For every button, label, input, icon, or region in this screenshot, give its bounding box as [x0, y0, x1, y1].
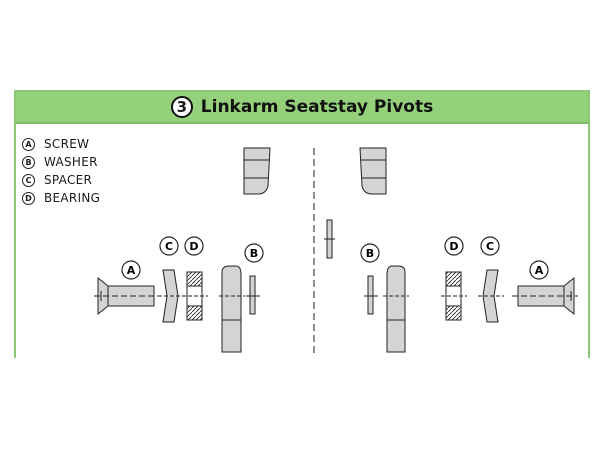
legend-letter: D: [22, 191, 35, 205]
callout-right-screw: A: [529, 260, 549, 280]
right-washer: [364, 275, 378, 315]
callout-left-screw: A: [121, 260, 141, 280]
svg-text:D: D: [449, 240, 458, 253]
step-header: 3 Linkarm Seatstay Pivots: [16, 92, 588, 124]
left-screw: [94, 276, 160, 316]
step-title: Linkarm Seatstay Pivots: [200, 97, 434, 117]
legend-label: SCREW: [44, 137, 90, 151]
svg-text:B: B: [366, 247, 374, 260]
right-screw: [512, 276, 578, 316]
instruction-panel: 3 Linkarm Seatstay Pivots: [14, 90, 590, 358]
left-linkarm: [219, 265, 245, 353]
parts-legend: A SCREW B WASHER C SPACER D BEARING: [22, 135, 100, 207]
legend-label: WASHER: [44, 155, 98, 169]
right-linkarm: [383, 265, 409, 353]
legend-item-bearing: D BEARING: [22, 189, 100, 207]
svg-text:C: C: [486, 240, 494, 253]
left-spacer: [158, 269, 184, 323]
right-bearing: [441, 271, 467, 321]
center-plate: [324, 219, 335, 259]
legend-letter: A: [22, 137, 35, 151]
svg-text:B: B: [250, 247, 258, 260]
callout-left-bearing: D: [184, 236, 204, 256]
callout-right-bearing: D: [444, 236, 464, 256]
legend-item-washer: B WASHER: [22, 153, 100, 171]
svg-text:A: A: [535, 264, 544, 277]
svg-text:D: D: [189, 240, 198, 253]
right-seatstay-upper: [359, 147, 387, 195]
callout-left-spacer: C: [159, 236, 179, 256]
legend-label: BEARING: [44, 191, 101, 205]
right-spacer: [478, 269, 504, 323]
left-bearing: [182, 271, 208, 321]
legend-item-spacer: C SPACER: [22, 171, 100, 189]
callout-right-spacer: C: [480, 236, 500, 256]
legend-item-screw: A SCREW: [22, 135, 100, 153]
legend-letter: C: [22, 173, 35, 187]
left-seatstay-upper: [243, 147, 271, 195]
callout-left-washer: B: [244, 243, 264, 263]
svg-text:C: C: [165, 240, 173, 253]
legend-letter: B: [22, 155, 35, 169]
left-washer: [246, 275, 260, 315]
svg-text:A: A: [127, 264, 136, 277]
step-number-badge: 3: [170, 96, 193, 118]
callout-right-washer: B: [360, 243, 380, 263]
legend-label: SPACER: [44, 173, 93, 187]
